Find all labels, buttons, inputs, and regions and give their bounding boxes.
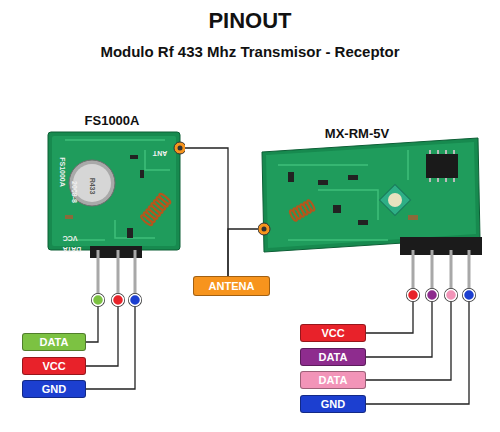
pin-wire: [366, 288, 420, 333]
pin-dot: [408, 290, 419, 301]
smd-part: [358, 220, 368, 225]
pin-wire: [86, 293, 142, 389]
subtitle-text: Modulo Rf 433 Mhz Transmisor - Receptor: [0, 42, 500, 62]
pin-wire: [86, 293, 105, 342]
pin-wire: [366, 288, 439, 357]
pin-tag: VCC: [300, 324, 366, 342]
silkscreen-text: VCC: [63, 235, 78, 242]
antenna-pad: [174, 142, 185, 154]
pin: [468, 250, 471, 293]
pin-label: DATA: [40, 337, 69, 348]
pin-label: GND: [42, 384, 66, 395]
smd-part: [65, 215, 73, 219]
pin-dot: [464, 290, 475, 301]
smd-part: [408, 215, 418, 220]
pin: [134, 250, 137, 296]
pin-dot: [113, 295, 124, 306]
pin-dot-ring: [111, 293, 125, 307]
pin-dot-ring: [128, 293, 142, 307]
crystal-top: [73, 164, 111, 202]
pin-tag: GND: [22, 380, 86, 398]
wire-line: [366, 295, 413, 333]
pin-tag: GND: [300, 395, 366, 413]
module-name: MX-RM-5V: [325, 127, 389, 140]
receiver-module: MX-RM-5V: [258, 120, 483, 295]
crystal: [69, 160, 115, 206]
silkscreen-text: DATA: [63, 246, 81, 253]
ic-chip: [426, 154, 458, 178]
pin-dot: [427, 290, 438, 301]
antenna-hole: [262, 227, 267, 232]
antenna-tag: ANTENA: [193, 276, 270, 296]
smd-part: [333, 205, 341, 213]
pin: [431, 250, 434, 293]
wire-line: [86, 300, 118, 366]
trimmer: [379, 184, 410, 215]
transmitter-board: [45, 110, 185, 300]
silkscreen-text: FS1000A: [59, 157, 66, 187]
silkscreen-text: 2008-8: [71, 181, 78, 203]
pin-label: ANTENA: [209, 281, 255, 292]
pcb-trace: [65, 140, 170, 240]
trimmer-knob: [388, 193, 402, 207]
antenna-pad: [258, 223, 270, 235]
pin: [450, 250, 453, 293]
antenna-wire: [228, 229, 258, 276]
smd-part: [348, 175, 358, 180]
pin-wire: [366, 288, 458, 380]
pin-label: GND: [321, 399, 345, 410]
smd-part: [318, 180, 328, 185]
coil: [140, 193, 172, 227]
wire-line: [86, 300, 135, 389]
pin-dot-ring: [406, 288, 420, 302]
pin-dot-ring: [425, 288, 439, 302]
crystal-marking: R433: [89, 178, 96, 195]
pin-dot: [446, 290, 457, 301]
title-text: PINOUT: [0, 7, 500, 35]
pcb: [48, 132, 180, 250]
pin-label: DATA: [319, 375, 348, 386]
pin-wire: [86, 293, 125, 366]
transmitter-module: FS1000A ANT FS1000A 2008-8 R433VCC DATA: [45, 110, 185, 300]
smd-part: [288, 172, 294, 182]
wire-line: [366, 295, 451, 380]
pcb: [262, 138, 480, 252]
pin-dot: [93, 295, 104, 306]
pin: [412, 250, 415, 293]
wire-line: [228, 229, 258, 276]
pin-tag: DATA: [300, 348, 366, 366]
coil-turn: [306, 199, 315, 211]
wire-line: [185, 148, 228, 276]
pin-dot: [130, 295, 141, 306]
pin-tag: DATA: [22, 333, 86, 351]
pin-dot-ring: [462, 288, 476, 302]
pin-dot-ring: [444, 288, 458, 302]
pin-label: VCC: [42, 361, 65, 372]
receiver-board: [258, 120, 483, 295]
transistor: [127, 228, 133, 238]
pcb-surface: [52, 136, 176, 246]
coil: [289, 199, 316, 221]
silkscreen-text: ANT: [153, 150, 167, 157]
pin-tag: VCC: [22, 357, 86, 375]
coil-turn: [158, 193, 172, 205]
wire-line: [366, 295, 432, 357]
antenna-hole: [178, 146, 183, 151]
pin: [117, 250, 120, 296]
ic-pins: [430, 150, 454, 182]
pin: [97, 250, 100, 296]
pin-dot-ring: [91, 293, 105, 307]
smd-part: [130, 155, 138, 159]
smd-part: [140, 170, 144, 178]
module-name: FS1000A: [85, 114, 140, 127]
pin-label: DATA: [319, 352, 348, 363]
pcb-surface: [266, 142, 476, 248]
pin-tag: DATA: [300, 371, 366, 389]
antenna-wire: [185, 148, 228, 276]
pin-label: VCC: [321, 328, 344, 339]
pin-wire: [366, 288, 476, 404]
wire-line: [366, 295, 469, 404]
